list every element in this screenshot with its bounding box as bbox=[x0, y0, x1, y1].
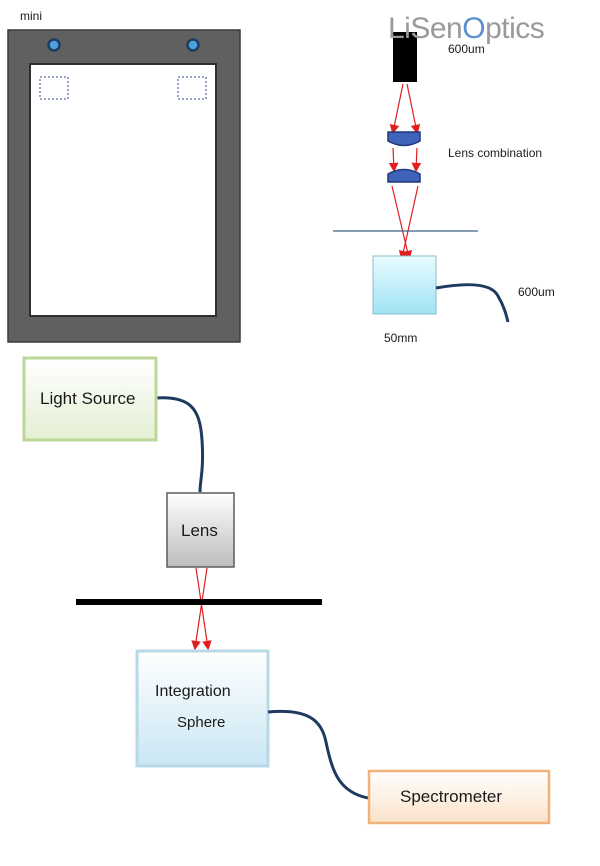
mini-label: mini bbox=[20, 9, 43, 23]
sensor-box-right bbox=[177, 76, 207, 100]
lens-box bbox=[166, 492, 235, 568]
mounting-hole-right bbox=[186, 38, 200, 52]
distance-label: 50mm bbox=[384, 331, 418, 345]
sensor-box-left bbox=[39, 76, 69, 100]
mini-frame bbox=[7, 29, 241, 343]
lens-combination-label: Lens combination bbox=[448, 146, 543, 160]
fiber-connector-top bbox=[393, 32, 417, 82]
sphere-label: Sphere bbox=[177, 714, 226, 731]
sample-plane-bottom bbox=[76, 599, 322, 605]
integration-sphere-box bbox=[135, 649, 270, 768]
spectrometer-label: Spectrometer bbox=[400, 787, 503, 806]
light-source-box bbox=[22, 356, 158, 442]
lisen-optics-logo: LiSenOptics bbox=[388, 12, 545, 46]
logo-o: O bbox=[462, 12, 486, 45]
fiber-top-label: 600um bbox=[448, 42, 485, 56]
receiver-box bbox=[372, 255, 437, 315]
logo-suffix: ptics bbox=[485, 12, 545, 45]
logo-prefix: LiSen bbox=[388, 12, 463, 45]
cable-source-to-lens bbox=[155, 396, 205, 493]
lens-label: Lens bbox=[181, 521, 218, 540]
lens-lower bbox=[387, 168, 421, 183]
fiber-cable-top bbox=[435, 283, 510, 323]
top-rays bbox=[388, 83, 422, 261]
mounting-hole-left bbox=[47, 38, 61, 52]
lens-upper bbox=[387, 131, 421, 147]
spectrometer-box bbox=[367, 769, 551, 825]
fiber-bottom-label: 600um bbox=[518, 285, 555, 299]
light-source-label: Light Source bbox=[40, 389, 136, 408]
lower-rays bbox=[191, 567, 212, 651]
cable-sphere-to-spectrometer bbox=[267, 709, 369, 800]
integration-label: Integration bbox=[155, 683, 231, 700]
